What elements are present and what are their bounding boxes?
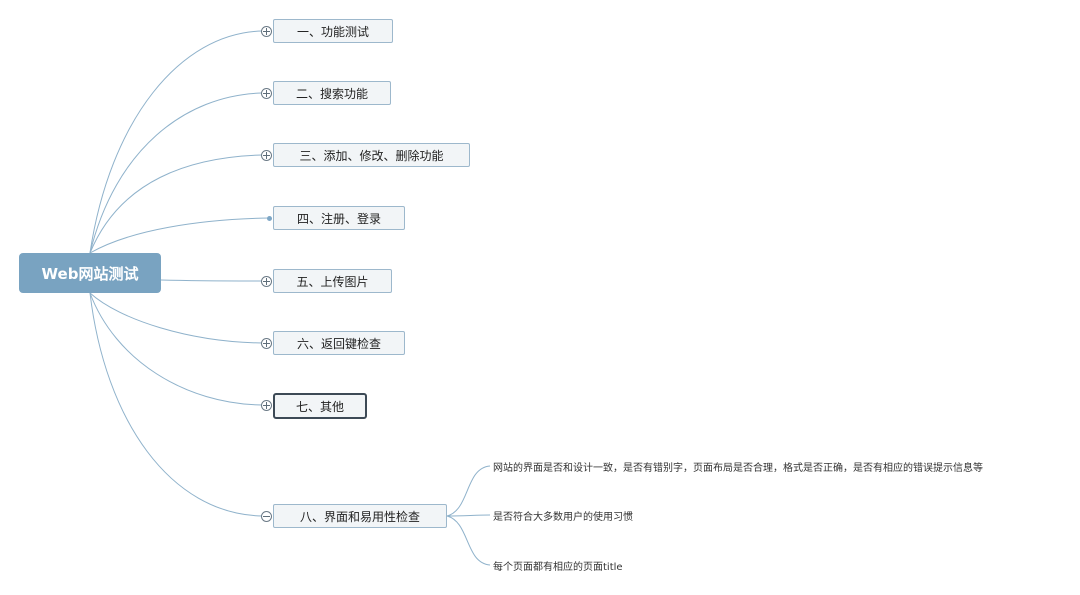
plus-circle-icon[interactable] <box>261 400 272 411</box>
connector-branch-1 <box>89 30 263 254</box>
branch-topic-7[interactable]: 七、其他 <box>273 393 367 419</box>
branch-topic-2[interactable]: 二、搜索功能 <box>273 81 391 105</box>
connector-branch-3 <box>89 154 263 254</box>
root-topic[interactable]: Web网站测试 <box>19 253 161 293</box>
leaf-topic[interactable]: 是否符合大多数用户的使用习惯 <box>493 512 633 523</box>
connector-leaf-3 <box>446 515 491 566</box>
connector-branch-4 <box>89 217 272 254</box>
connector-branch-5 <box>160 279 263 282</box>
connector-branch-7 <box>89 292 263 406</box>
plus-circle-icon[interactable] <box>261 150 272 161</box>
branch-topic-8[interactable]: 八、界面和易用性检查 <box>273 504 447 528</box>
plus-circle-icon[interactable] <box>261 88 272 99</box>
connector-branch-2 <box>89 92 263 254</box>
branch-topic-6[interactable]: 六、返回键检查 <box>273 331 405 355</box>
connector-leaf-2 <box>446 514 491 517</box>
plus-circle-icon[interactable] <box>261 338 272 349</box>
branch-topic-4[interactable]: 四、注册、登录 <box>273 206 405 230</box>
branch-topic-5[interactable]: 五、上传图片 <box>273 269 392 293</box>
branch-dot-icon <box>267 216 272 221</box>
connector-branch-8 <box>89 292 263 517</box>
minus-circle-icon[interactable] <box>261 511 272 522</box>
branch-topic-3[interactable]: 三、添加、修改、删除功能 <box>273 143 470 167</box>
leaf-topic[interactable]: 每个页面都有相应的页面title <box>493 562 623 573</box>
connector-leaf-1 <box>446 465 491 517</box>
plus-circle-icon[interactable] <box>261 26 272 37</box>
leaf-topic[interactable]: 网站的界面是否和设计一致，是否有错别字，页面布局是否合理，格式是否正确，是否有相… <box>493 463 983 474</box>
plus-circle-icon[interactable] <box>261 276 272 287</box>
connector-branch-6 <box>89 292 263 344</box>
branch-topic-1[interactable]: 一、功能测试 <box>273 19 393 43</box>
